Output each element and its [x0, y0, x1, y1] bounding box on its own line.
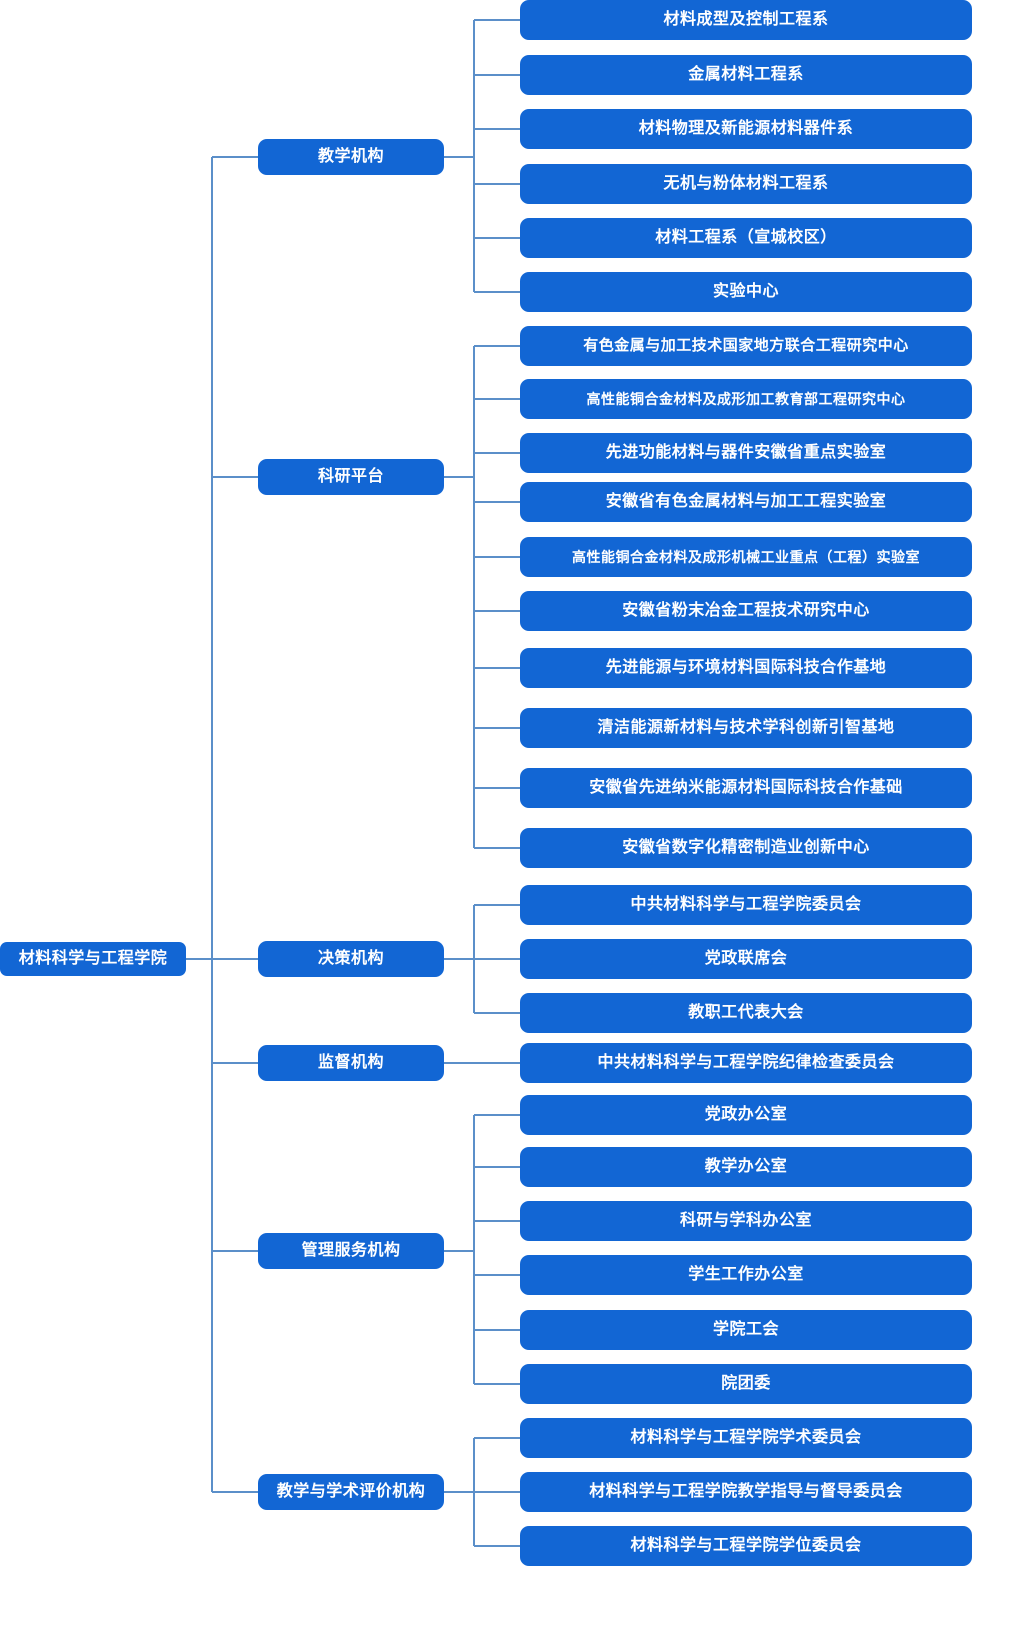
- leaf-node-1-9[interactable]: 安徽省数字化精密制造业创新中心: [520, 828, 972, 868]
- leaf-node-1-5[interactable]: 安徽省粉末冶金工程技术研究中心: [520, 591, 972, 631]
- leaf-node-1-6[interactable]: 先进能源与环境材料国际科技合作基地: [520, 648, 972, 688]
- leaf-node-4-5[interactable]: 院团委: [520, 1364, 972, 1404]
- leaf-node-4-0[interactable]: 党政办公室: [520, 1095, 972, 1135]
- leaf-node-2-0[interactable]: 中共材料科学与工程学院委员会: [520, 885, 972, 925]
- leaf-node-0-3[interactable]: 无机与粉体材料工程系: [520, 164, 972, 204]
- leaf-node-2-2[interactable]: 教职工代表大会: [520, 993, 972, 1033]
- leaf-node-4-2[interactable]: 科研与学科办公室: [520, 1201, 972, 1241]
- leaf-node-1-0[interactable]: 有色金属与加工技术国家地方联合工程研究中心: [520, 326, 972, 366]
- leaf-node-1-2[interactable]: 先进功能材料与器件安徽省重点实验室: [520, 433, 972, 473]
- leaf-node-5-2[interactable]: 材料科学与工程学院学位委员会: [520, 1526, 972, 1566]
- leaf-node-1-7[interactable]: 清洁能源新材料与技术学科创新引智基地: [520, 708, 972, 748]
- leaf-node-0-2[interactable]: 材料物理及新能源材料器件系: [520, 109, 972, 149]
- branch-node-1[interactable]: 科研平台: [258, 459, 444, 495]
- leaf-node-0-1[interactable]: 金属材料工程系: [520, 55, 972, 95]
- branch-node-4[interactable]: 管理服务机构: [258, 1233, 444, 1269]
- branch-node-5[interactable]: 教学与学术评价机构: [258, 1474, 444, 1510]
- leaf-node-0-0[interactable]: 材料成型及控制工程系: [520, 0, 972, 40]
- leaf-node-4-3[interactable]: 学生工作办公室: [520, 1255, 972, 1295]
- leaf-node-5-0[interactable]: 材料科学与工程学院学术委员会: [520, 1418, 972, 1458]
- leaf-node-3-0[interactable]: 中共材料科学与工程学院纪律检查委员会: [520, 1043, 972, 1083]
- leaf-node-1-1[interactable]: 高性能铜合金材料及成形加工教育部工程研究中心: [520, 379, 972, 419]
- branch-node-3[interactable]: 监督机构: [258, 1045, 444, 1081]
- leaf-node-4-1[interactable]: 教学办公室: [520, 1147, 972, 1187]
- leaf-node-1-8[interactable]: 安徽省先进纳米能源材料国际科技合作基础: [520, 768, 972, 808]
- leaf-node-5-1[interactable]: 材料科学与工程学院教学指导与督导委员会: [520, 1472, 972, 1512]
- leaf-node-0-4[interactable]: 材料工程系（宣城校区）: [520, 218, 972, 258]
- branch-node-2[interactable]: 决策机构: [258, 941, 444, 977]
- leaf-node-2-1[interactable]: 党政联席会: [520, 939, 972, 979]
- root-node[interactable]: 材料科学与工程学院: [0, 942, 186, 976]
- leaf-node-1-4[interactable]: 高性能铜合金材料及成形机械工业重点（工程）实验室: [520, 537, 972, 577]
- branch-node-0[interactable]: 教学机构: [258, 139, 444, 175]
- leaf-node-0-5[interactable]: 实验中心: [520, 272, 972, 312]
- leaf-node-4-4[interactable]: 学院工会: [520, 1310, 972, 1350]
- leaf-node-1-3[interactable]: 安徽省有色金属材料与加工工程实验室: [520, 482, 972, 522]
